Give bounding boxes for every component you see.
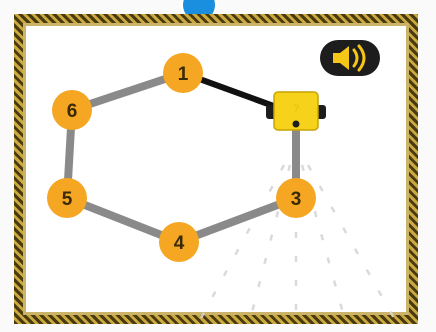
node-3[interactable]: 3 [276, 178, 316, 218]
robot-face-label: ? [293, 103, 299, 115]
robot-icon[interactable]: ? [266, 92, 326, 130]
node-5[interactable]: 5 [47, 178, 87, 218]
node-6[interactable]: 6 [52, 90, 92, 130]
node-4[interactable]: 4 [159, 222, 199, 262]
node-label-3: 3 [291, 189, 302, 210]
node-label-5: 5 [62, 189, 73, 210]
sound-button[interactable] [320, 40, 380, 76]
node-label-1: 1 [178, 64, 189, 85]
node-label-6: 6 [67, 101, 78, 122]
track-edges [67, 73, 296, 242]
node-label-4: 4 [174, 233, 185, 254]
node-1[interactable]: 1 [163, 53, 203, 93]
